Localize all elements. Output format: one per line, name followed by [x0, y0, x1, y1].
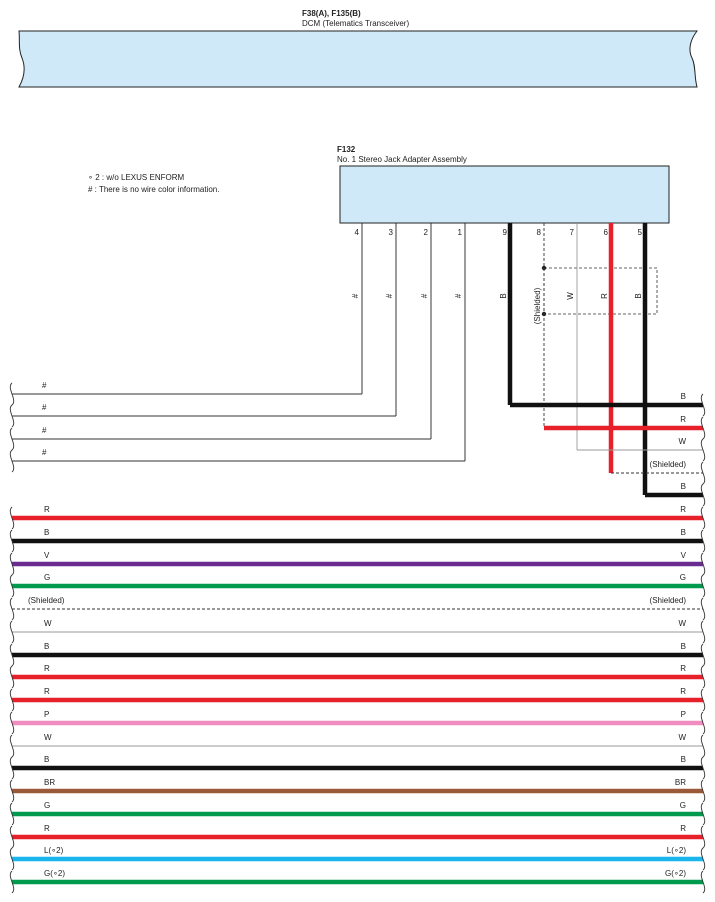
bus-wire-left-label-12: B: [44, 755, 49, 764]
bus-wire-right-label-5: (Shielded): [650, 596, 687, 605]
right-harness-break: [700, 393, 706, 894]
bus-wire-left-label-13: BR: [44, 778, 55, 787]
right-wire-label-5: B: [681, 482, 686, 491]
pin-3-color-label: #: [385, 293, 394, 298]
bus-wire-right-label-4: G: [680, 573, 686, 582]
bus-wire-left-label-8: R: [44, 664, 50, 673]
left-wire-label-4: #: [42, 448, 47, 457]
bus-wire-right-label-3: V: [681, 551, 687, 560]
pin-number-5: 5: [638, 228, 643, 237]
bus-wire-right-label-8: R: [680, 664, 686, 673]
bus-wire-right-label-13: BR: [675, 778, 686, 787]
bus-wire-right-label-9: R: [680, 687, 686, 696]
bus-wire-left-label-7: B: [44, 642, 49, 651]
bus-wire-right-label-12: B: [681, 755, 686, 764]
bus-wire-right-label-1: R: [680, 505, 686, 514]
pin-9-color-label: B: [499, 293, 508, 298]
bus-wire-left-label-3: V: [44, 551, 50, 560]
pin-number-9: 9: [503, 228, 508, 237]
bus-wire-left-label-2: B: [44, 528, 49, 537]
pin-6-color-label: R: [600, 293, 609, 299]
dcm-code: F38(A), F135(B): [302, 9, 361, 18]
right-wire-label-4: (Shielded): [650, 460, 687, 469]
dcm-name: DCM (Telematics Transceiver): [302, 19, 409, 28]
pin-5-color-label: B: [634, 293, 643, 298]
bus-wire-left-label-6: W: [44, 619, 52, 628]
bus-wire-left-label-11: W: [44, 733, 52, 742]
pin-2-color-label: #: [420, 293, 429, 298]
pin-number-8: 8: [537, 228, 542, 237]
bus-wire-left-label-5: (Shielded): [28, 596, 65, 605]
pin-7-color-label: W: [566, 292, 575, 300]
bus-wire-right-label-15: R: [680, 824, 686, 833]
pin-4-color-label: #: [351, 293, 360, 298]
bus-wire-left-label-10: P: [44, 710, 49, 719]
adapter-name: No. 1 Stereo Jack Adapter Assembly: [337, 155, 467, 164]
bus-wire-right-label-7: B: [681, 642, 686, 651]
pin-1-color-label: #: [454, 293, 463, 298]
bus-wire-right-label-11: W: [678, 733, 686, 742]
left-wire-label-3: #: [42, 426, 47, 435]
left-wire-label-1: #: [42, 381, 47, 390]
pin-8-color-label: (Shielded): [533, 287, 542, 324]
bus-wire-left-label-17: G(∘2): [44, 869, 65, 878]
pin-number-2: 2: [424, 228, 429, 237]
pin-number-1: 1: [458, 228, 463, 237]
shield-boundary: [543, 267, 658, 315]
adapter-connector-body: [339, 165, 670, 224]
pin-number-4: 4: [355, 228, 360, 237]
bus-wire-right-label-16: L(∘2): [667, 846, 687, 855]
bus-wire-left-label-1: R: [44, 505, 50, 514]
bus-wire-right-label-14: G: [680, 801, 686, 810]
bus-wire-right-label-2: B: [681, 528, 686, 537]
pin-number-7: 7: [570, 228, 575, 237]
bus-wire-left-label-4: G: [44, 573, 50, 582]
bus-wire-right-label-10: P: [681, 710, 686, 719]
adapter-code: F132: [337, 145, 356, 154]
bus-wire-left-label-15: R: [44, 824, 50, 833]
right-wire-label-1: B: [681, 392, 686, 401]
pin-number-6: 6: [604, 228, 609, 237]
right-wire-label-2: R: [680, 415, 686, 424]
bus-wire-left-label-16: L(∘2): [44, 846, 64, 855]
dcm-connector-body: [18, 30, 699, 88]
right-wire-label-3: W: [678, 437, 686, 446]
left-wire-label-2: #: [42, 403, 47, 412]
note-lexus-enform: ∘ 2 : w/o LEXUS ENFORM: [88, 173, 184, 182]
left-harness-break: [9, 382, 15, 894]
bus-wire-right-label-6: W: [678, 619, 686, 628]
note-no-wire-color: # : There is no wire color information.: [88, 185, 219, 194]
bus-wire-right-label-17: G(∘2): [665, 869, 686, 878]
bus-wire-left-label-9: R: [44, 687, 50, 696]
bus-wire-left-label-14: G: [44, 801, 50, 810]
pin-number-3: 3: [389, 228, 394, 237]
